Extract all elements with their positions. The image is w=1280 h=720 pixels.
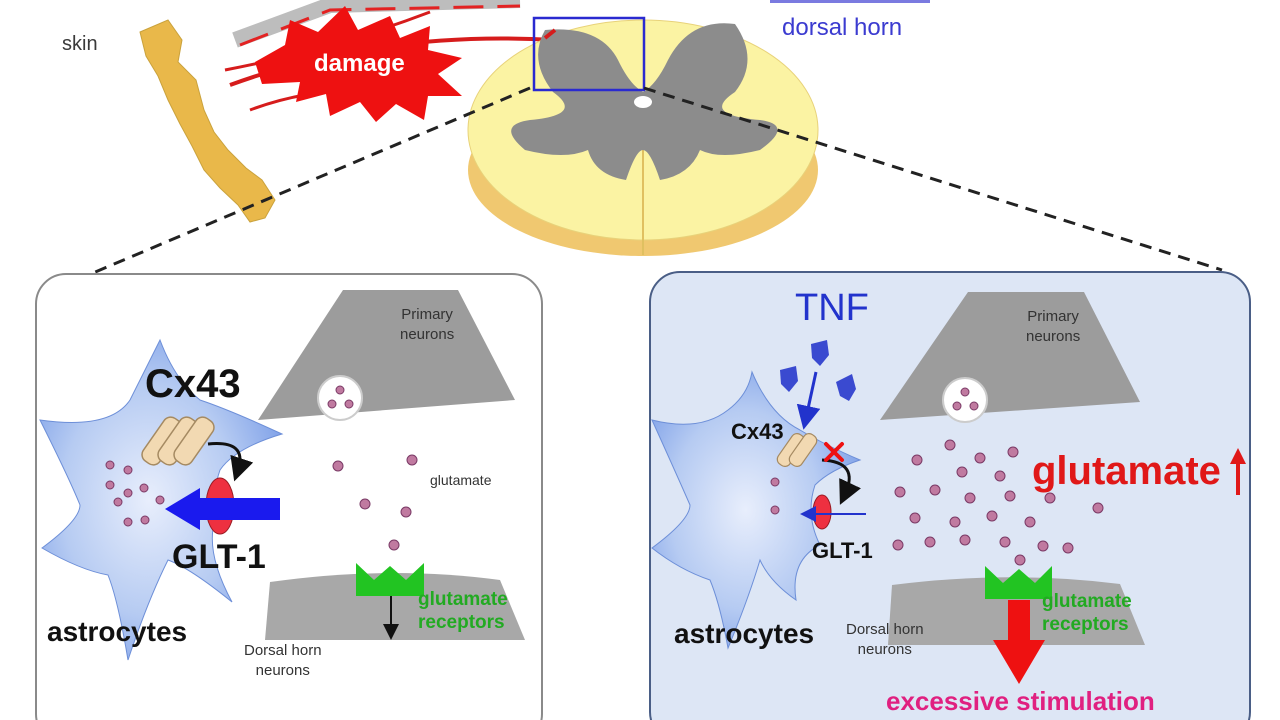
glutamate-dots-left bbox=[332, 454, 418, 551]
primary-neuron-terminal-r bbox=[880, 292, 1140, 420]
synaptic-vesicle bbox=[317, 375, 363, 421]
dorsal-horn-label: dorsal horn bbox=[782, 14, 903, 41]
astrocyte-glutamate-r bbox=[770, 477, 780, 515]
vesicle-contents-r bbox=[952, 387, 979, 411]
glutamate-receptor bbox=[356, 563, 424, 596]
cx43-channel-icon bbox=[141, 416, 215, 466]
glt1-label-r: GLT-1 bbox=[812, 538, 873, 563]
skin-strip bbox=[139, 19, 276, 223]
cx43-label: Cx43 bbox=[145, 362, 241, 406]
glutamate-receptor-r bbox=[985, 566, 1052, 599]
x-block-icon bbox=[824, 442, 844, 462]
cropped-label-fragment bbox=[770, 0, 930, 3]
zoom-line-left bbox=[47, 86, 531, 294]
astrocytes-label: astrocytes bbox=[47, 616, 188, 647]
cx43-channel-icon-r bbox=[776, 432, 818, 468]
zoom-line-right bbox=[643, 86, 1223, 272]
dorsal-horn-highlight-box bbox=[532, 16, 646, 92]
cx43-label-r: Cx43 bbox=[731, 419, 784, 444]
synaptic-vesicle-r bbox=[942, 377, 988, 423]
excessive-stimulation-label: excessive stimulation bbox=[886, 686, 1155, 716]
glutamate-dots-right bbox=[892, 439, 1104, 566]
tnf-label: TNF bbox=[795, 287, 869, 329]
glt1-transporter-icon-r bbox=[812, 494, 832, 530]
astrocytes-label-r: astrocytes bbox=[674, 618, 815, 649]
damage-burst bbox=[255, 6, 462, 122]
recycle-arrow-icon bbox=[207, 442, 254, 482]
tnf-molecule-icons bbox=[780, 340, 856, 401]
damage-label: damage bbox=[314, 50, 405, 77]
increase-arrow-icon bbox=[1230, 448, 1246, 495]
astrocyte-glutamate bbox=[105, 460, 165, 527]
vesicle-contents bbox=[327, 385, 354, 409]
dorsal-horn-neuron bbox=[265, 572, 525, 640]
uptake-arrow-icon bbox=[165, 488, 280, 530]
glutamate-label: glutamate bbox=[430, 472, 492, 488]
glutamate-increase-label: glutamate bbox=[1032, 449, 1221, 493]
tnf-arrow-icon bbox=[796, 371, 821, 430]
skin-label: skin bbox=[62, 33, 98, 55]
excessive-signal-arrow bbox=[993, 600, 1045, 684]
glt1-label: GLT-1 bbox=[172, 538, 266, 576]
